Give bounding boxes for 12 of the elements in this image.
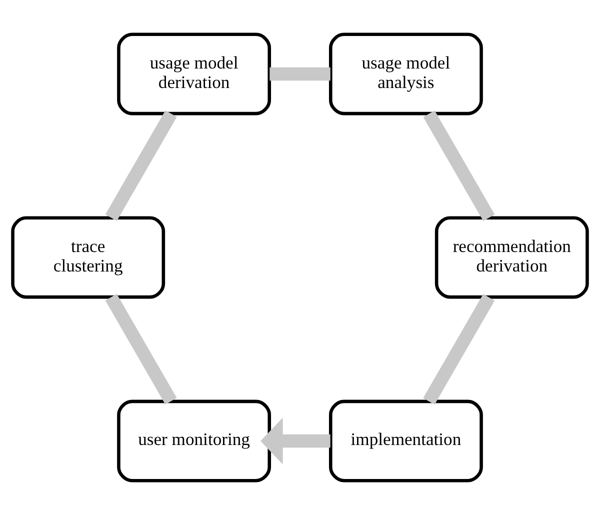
node-box: implementation [328, 399, 483, 482]
node-box: usage model analysis [328, 32, 483, 115]
connector [105, 293, 177, 404]
connector [423, 294, 495, 404]
node-box: trace clustering [11, 216, 166, 298]
arrow [260, 417, 330, 464]
node-box: user monitoring [117, 399, 272, 482]
node-box: usage model derivation [117, 32, 272, 115]
node-box: recommendation derivation [434, 216, 589, 298]
connector [270, 66, 330, 80]
connector [105, 110, 177, 220]
connector [423, 110, 495, 221]
